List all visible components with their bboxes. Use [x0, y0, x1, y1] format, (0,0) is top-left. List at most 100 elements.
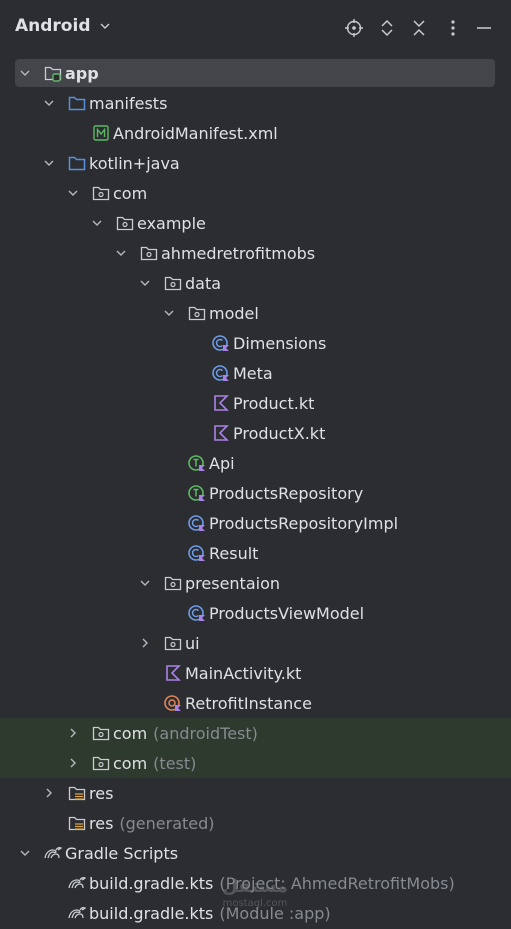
tree-item-name: res	[89, 813, 114, 833]
tree-row[interactable]: Meta	[0, 358, 511, 388]
tree-item-label: res	[89, 784, 113, 803]
package-icon	[91, 723, 111, 743]
locate-icon[interactable]	[342, 16, 366, 40]
tree-item-hint: (Module :app)	[219, 903, 331, 923]
tree-row[interactable]: example	[0, 208, 511, 238]
tree-item-label: build.gradle.kts(Module :app)	[89, 904, 331, 923]
tree-row[interactable]: com(androidTest)	[0, 718, 511, 748]
tree-row[interactable]: kotlin+java	[0, 148, 511, 178]
tree-item-name: ui	[185, 633, 200, 653]
gradle-icon	[67, 903, 87, 923]
hide-panel-icon[interactable]	[472, 16, 496, 40]
tree-item-name: com	[113, 723, 148, 743]
chevron-down-icon[interactable]	[113, 245, 129, 261]
kotlin-interface-icon	[187, 453, 207, 473]
tree-item-label: ahmedretrofitmobs	[161, 244, 315, 263]
chevron-down-icon	[99, 17, 111, 36]
tree-row[interactable]: res	[0, 778, 511, 808]
chevron-down-icon[interactable]	[161, 305, 177, 321]
tree-row[interactable]: model	[0, 298, 511, 328]
tree-item-name: ahmedretrofitmobs	[161, 243, 316, 263]
chevron-down-icon[interactable]	[41, 95, 57, 111]
tree-item-label: ProductsRepositoryImpl	[209, 514, 398, 533]
selection-highlight	[15, 59, 495, 87]
tree-item-label: Product.kt	[233, 394, 314, 413]
package-icon	[91, 183, 111, 203]
tree-item-label: ProductX.kt	[233, 424, 325, 443]
chevron-right-icon[interactable]	[65, 725, 81, 741]
tree-row[interactable]: Gradle Scripts	[0, 838, 511, 868]
chevron-down-icon[interactable]	[89, 215, 105, 231]
tree-row[interactable]: ahmedretrofitmobs	[0, 238, 511, 268]
tree-item-name: Gradle Scripts	[65, 843, 179, 863]
view-selector-dropdown[interactable]: Android	[15, 16, 111, 36]
tree-item-label: kotlin+java	[89, 154, 180, 173]
tree-row[interactable]: res(generated)	[0, 808, 511, 838]
resources-folder-icon	[67, 813, 87, 833]
tree-row[interactable]: ui	[0, 628, 511, 658]
tree-item-label: res(generated)	[89, 814, 215, 833]
chevron-down-icon[interactable]	[137, 575, 153, 591]
package-icon	[163, 273, 183, 293]
chevron-down-icon[interactable]	[137, 275, 153, 291]
tree-row[interactable]: com	[0, 178, 511, 208]
tree-item-label: Gradle Scripts	[65, 844, 178, 863]
tree-row[interactable]: presentaion	[0, 568, 511, 598]
tree-item-name: Meta	[233, 363, 273, 383]
tree-row[interactable]: manifests	[0, 88, 511, 118]
kotlin-class-icon	[187, 543, 207, 563]
kotlin-class-icon	[187, 603, 207, 623]
more-options-icon[interactable]	[441, 16, 465, 40]
tree-row[interactable]: ProductsRepositoryImpl	[0, 508, 511, 538]
tree-item-label: MainActivity.kt	[185, 664, 301, 683]
tree-row[interactable]: data	[0, 268, 511, 298]
tree-row[interactable]: ProductsRepository	[0, 478, 511, 508]
tree-item-name: MainActivity.kt	[185, 663, 302, 683]
kotlin-class-icon	[187, 513, 207, 533]
tree-item-name: build.gradle.kts	[89, 873, 214, 893]
chevron-right-icon[interactable]	[65, 755, 81, 771]
tree-item-label: app	[65, 64, 99, 83]
tree-item-label: com(androidTest)	[113, 724, 258, 743]
tree-row[interactable]: Product.kt	[0, 388, 511, 418]
tree-row[interactable]: AndroidManifest.xml	[0, 118, 511, 148]
tree-row[interactable]: Result	[0, 538, 511, 568]
tree-item-name: ProductsRepository	[209, 483, 364, 503]
gradle-icon	[67, 873, 87, 893]
tree-item-label: Meta	[233, 364, 273, 383]
gradle-icon	[43, 843, 63, 863]
chevron-down-icon[interactable]	[65, 185, 81, 201]
collapse-all-icon[interactable]	[407, 16, 431, 40]
tree-row[interactable]: com(test)	[0, 748, 511, 778]
package-icon	[115, 213, 135, 233]
tree-item-name: model	[209, 303, 259, 323]
tree-item-name: AndroidManifest.xml	[113, 123, 278, 143]
chevron-right-icon[interactable]	[41, 785, 57, 801]
tree-item-label: ProductsViewModel	[209, 604, 364, 623]
tree-row[interactable]: app	[0, 58, 511, 88]
tree-item-name: Dimensions	[233, 333, 327, 353]
chevron-down-icon[interactable]	[41, 155, 57, 171]
tree-row[interactable]: build.gradle.kts(Module :app)	[0, 898, 511, 928]
tree-item-label: com(test)	[113, 754, 196, 773]
tree-item-name: Result	[209, 543, 259, 563]
chevron-down-icon[interactable]	[17, 65, 33, 81]
tree-item-name: Product.kt	[233, 393, 315, 413]
module-folder-icon	[43, 63, 63, 83]
resources-folder-icon	[67, 783, 87, 803]
tree-item-label: manifests	[89, 94, 167, 113]
tree-row[interactable]: Dimensions	[0, 328, 511, 358]
tree-row[interactable]: ProductX.kt	[0, 418, 511, 448]
tree-row[interactable]: MainActivity.kt	[0, 658, 511, 688]
expand-all-icon[interactable]	[375, 16, 399, 40]
chevron-right-icon[interactable]	[137, 635, 153, 651]
kotlin-file-icon	[211, 393, 231, 413]
chevron-down-icon[interactable]	[17, 845, 33, 861]
tree-row[interactable]: Api	[0, 448, 511, 478]
tree-row[interactable]: build.gradle.kts(Project: AhmedRetrofitM…	[0, 868, 511, 898]
tree-row[interactable]: ProductsViewModel	[0, 598, 511, 628]
tree-item-name: example	[137, 213, 206, 233]
tree-row[interactable]: RetrofitInstance	[0, 688, 511, 718]
tree-item-label: ui	[185, 634, 200, 653]
tree-item-label: Api	[209, 454, 235, 473]
